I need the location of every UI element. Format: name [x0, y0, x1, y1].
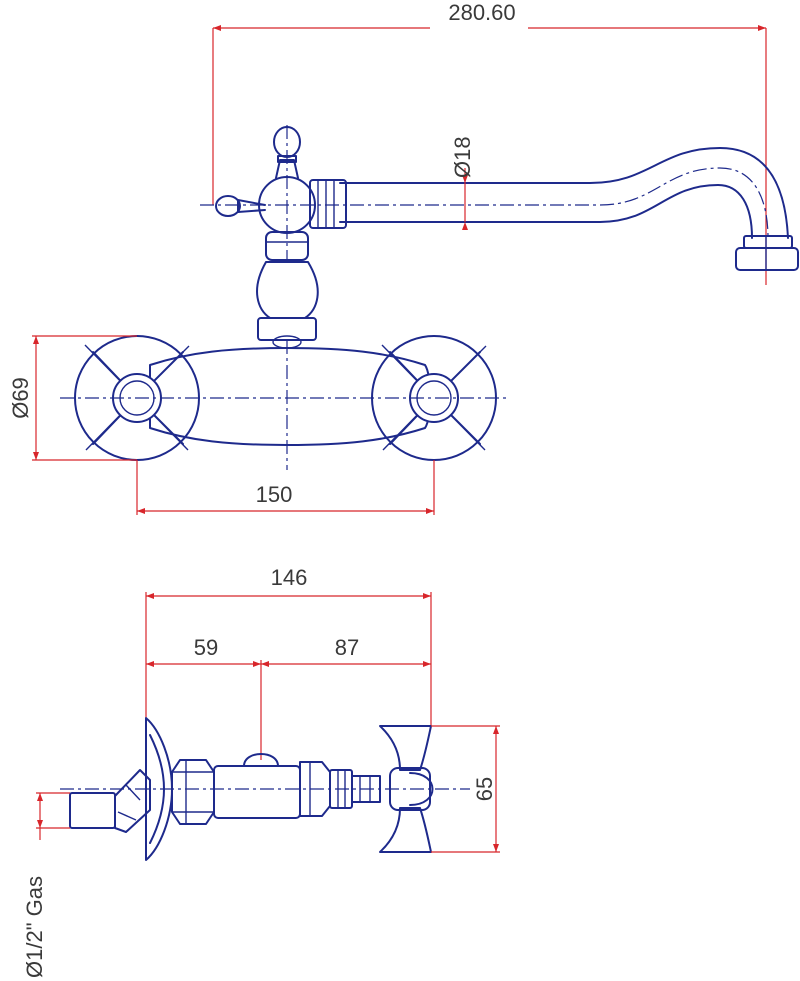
label-handle-height: 65: [472, 777, 497, 801]
column: [256, 231, 319, 349]
dimension-total-depth: 146: [145, 565, 432, 725]
label-spout-length: 280.60: [448, 0, 515, 25]
front-view: 280.60 Ø18: [8, 0, 799, 515]
dimension-inlet-thread: Ø1/2" Gas: [22, 792, 70, 978]
label-inlet-thread: Ø1/2" Gas: [22, 876, 47, 978]
cross-handle-side: [379, 725, 434, 853]
spout: [200, 147, 799, 271]
label-total-depth: 146: [271, 565, 308, 590]
label-depth-to-body: 59: [194, 635, 218, 660]
mixer-body: [149, 340, 432, 470]
dimension-flange-diameter: Ø69: [8, 335, 137, 461]
label-depth-body-to-handle: 87: [335, 635, 359, 660]
label-flange-diameter: Ø69: [8, 377, 33, 419]
label-center-distance: 150: [256, 482, 293, 507]
hex-nut: [171, 759, 215, 825]
side-view: 146 59 87: [22, 565, 500, 978]
dimension-depth-split: 59 87: [146, 635, 431, 760]
dimension-center-distance: 150: [136, 460, 435, 515]
valve-assembly: [299, 761, 381, 817]
inlet-connector: [69, 769, 151, 833]
dimension-handle-height: 65: [431, 725, 500, 853]
dimension-spout-diameter: Ø18: [450, 136, 475, 230]
label-spout-diameter: Ø18: [450, 136, 475, 178]
dimension-spout-length: 280.60: [212, 0, 767, 285]
spout-collar: [309, 179, 347, 229]
